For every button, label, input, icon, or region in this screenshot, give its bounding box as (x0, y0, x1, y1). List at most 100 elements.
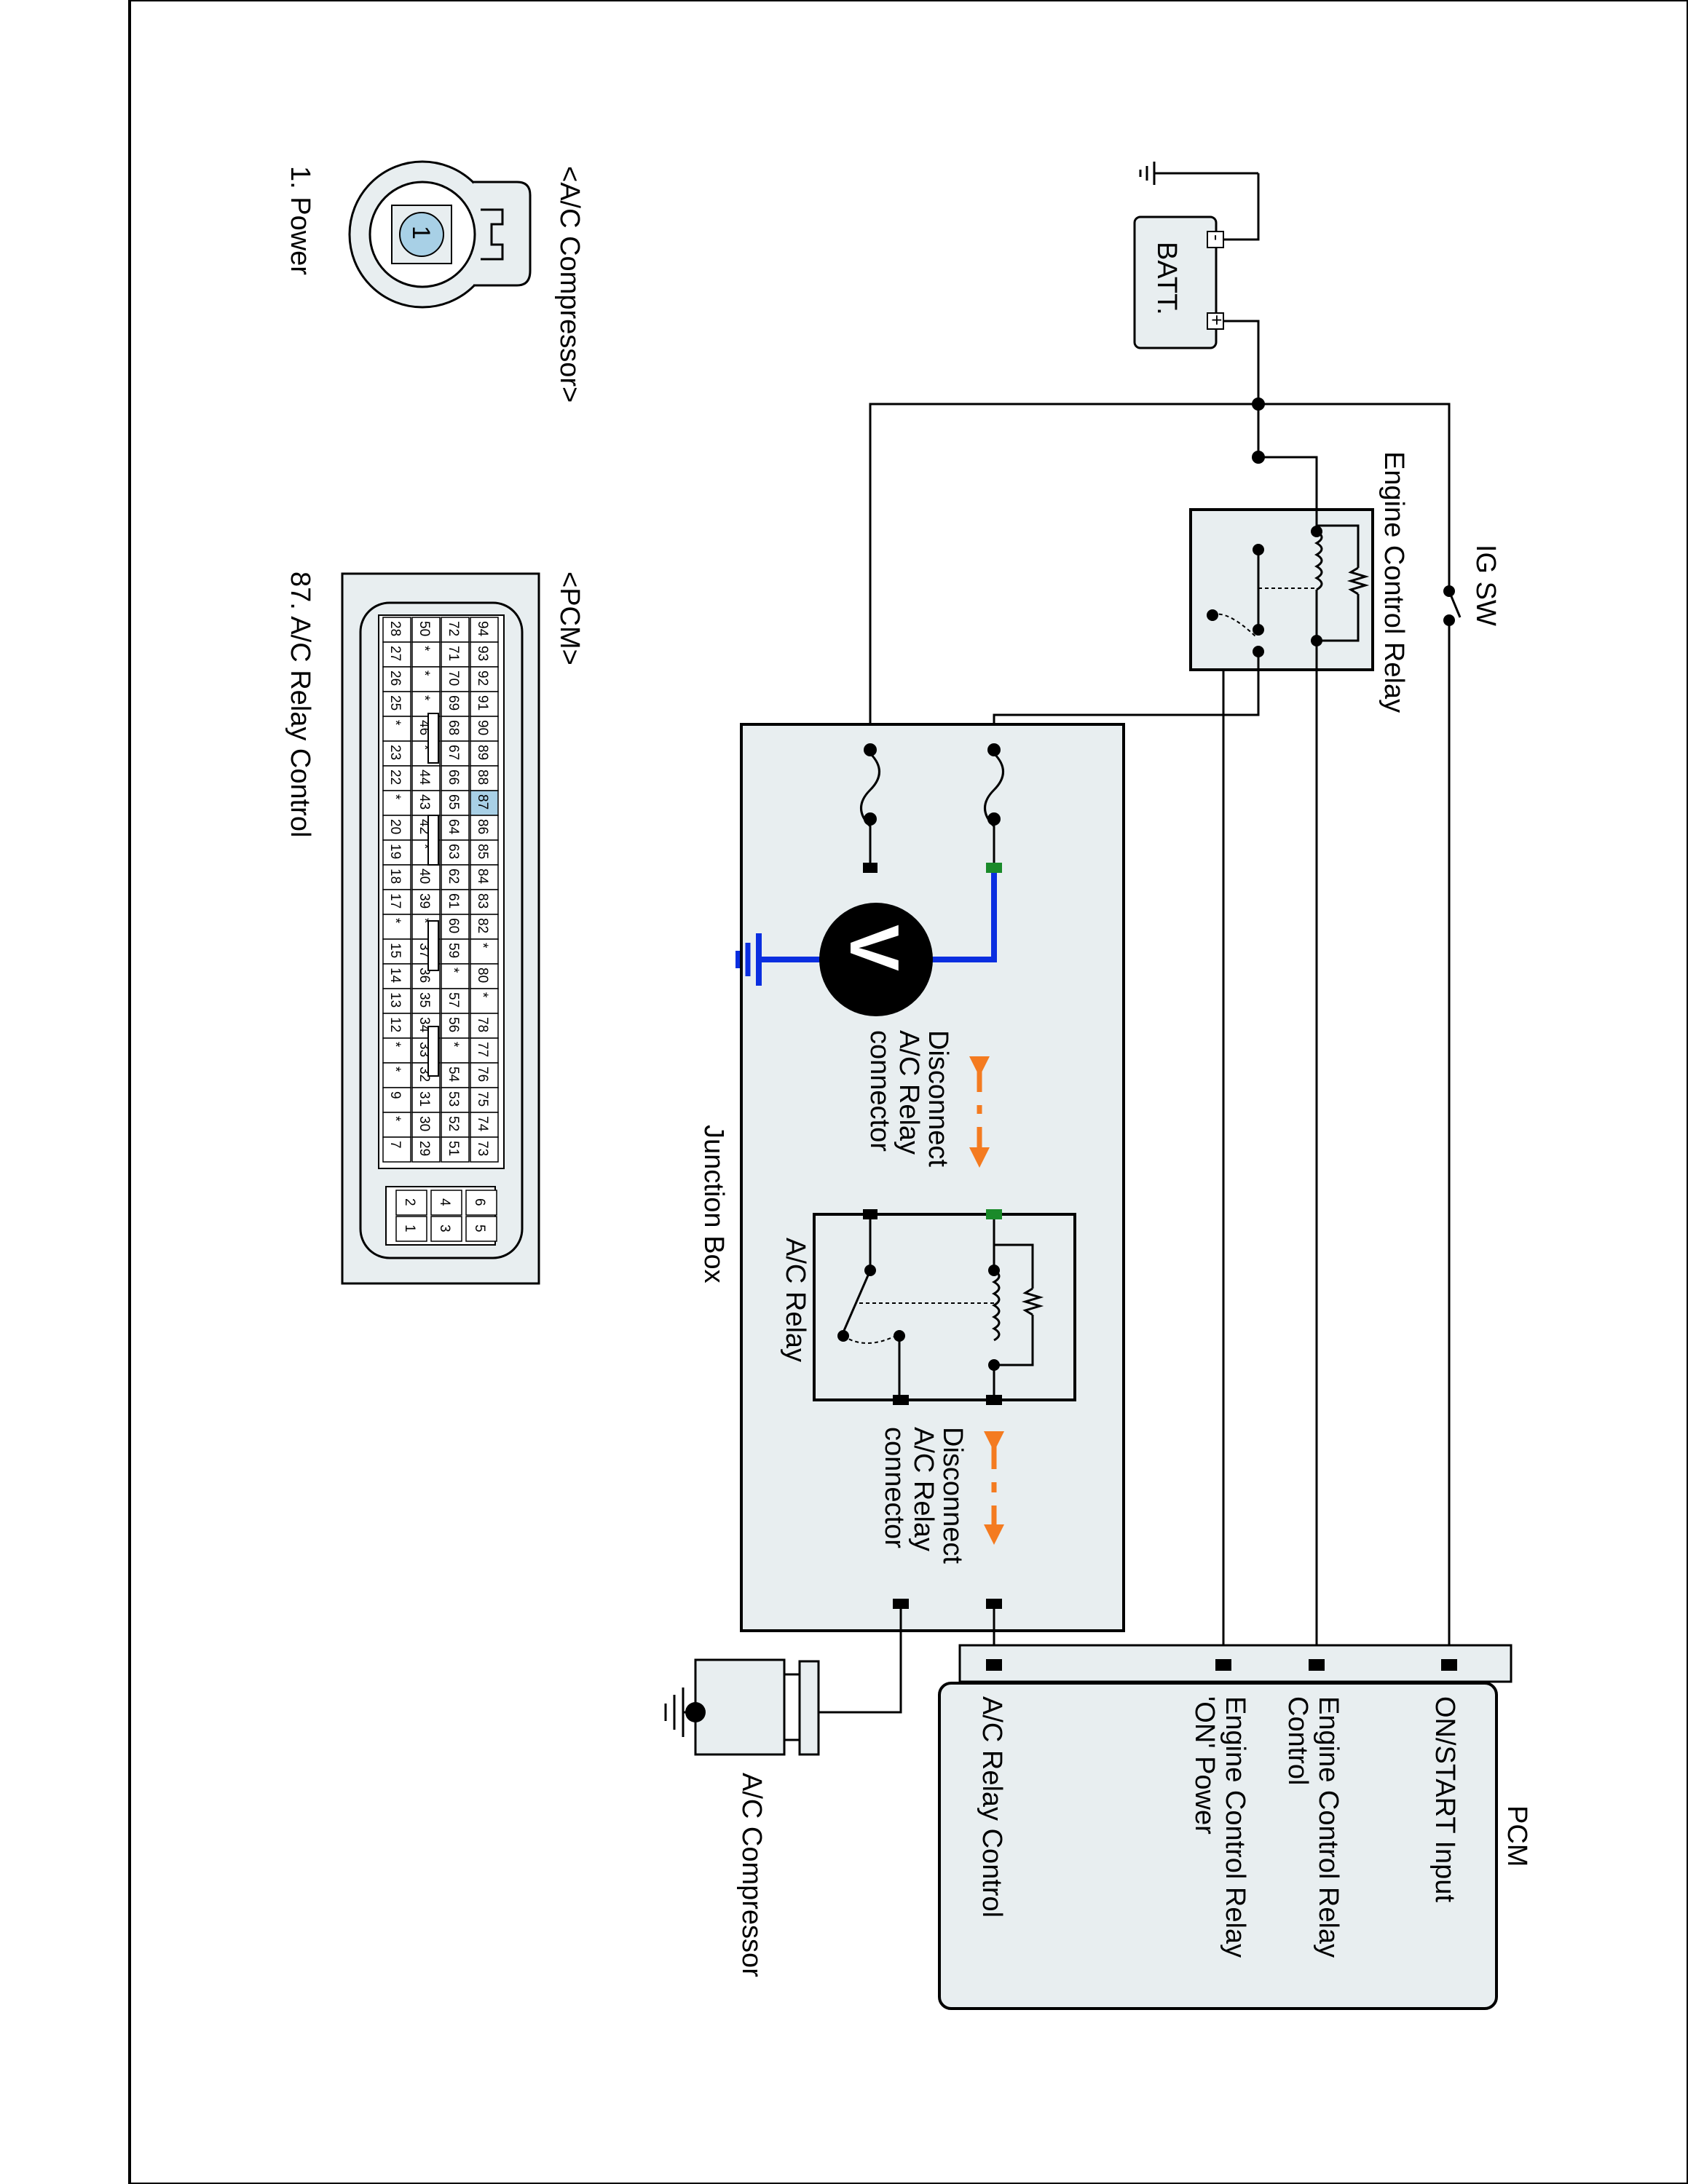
pcm-pin-label: 18 (387, 869, 403, 884)
pcm-pin-label: 60 (446, 918, 461, 933)
pcm-pin-label: * (417, 695, 432, 701)
pcm-pin-label: 14 (387, 968, 403, 984)
pcm-pin-label: * (417, 918, 432, 924)
engine-control-relay-label: Engine Control Relay (1379, 451, 1409, 713)
pcm-pin-label: 44 (417, 769, 432, 786)
ac-compressor: A/C Compressor (664, 1658, 820, 1977)
pcm-pin-label: 35 (417, 992, 432, 1008)
pcm-pin-label: * (475, 992, 490, 998)
pcm-divider (427, 1026, 439, 1077)
voltmeter-label: V (835, 925, 913, 971)
pcm-pin-label: 56 (446, 1017, 461, 1032)
pcm-connector-title: <PCM> (554, 571, 585, 665)
pcm-pin-cell (382, 716, 411, 742)
pcm-small-pin-label: 1 (402, 1224, 417, 1233)
pcm-pin-label: 69 (446, 695, 461, 711)
pcm-pin-cell (441, 815, 470, 841)
pcm-pin-label: 28 (387, 621, 403, 636)
pcm-pin-ecr-on-power-2: 'ON' Power (1189, 1696, 1220, 1835)
pcm-pin-grid: 94939291908988878685848382*80*7877767574… (382, 617, 499, 1163)
pcm-pin-cell (382, 839, 411, 866)
pcm-pin-label: 83 (475, 893, 490, 909)
pcm-module: PCM ON/START Input Engine Control Relay … (938, 1644, 1532, 2010)
pcm-pin-cell (441, 790, 470, 816)
pcm-pin-cell (470, 889, 499, 915)
pcm-pin-label: 86 (475, 819, 490, 834)
ac-compressor-connector-view: <A/C Compressor> 1 1. Power (285, 160, 585, 403)
pcm-pin-cell (470, 666, 499, 692)
pcm-pin-label: 74 (475, 1116, 490, 1132)
pcm-pin-cell (441, 914, 470, 940)
pcm-pin-label: 54 (446, 1067, 461, 1083)
ac-compressor-pin-number: 1 (407, 226, 435, 240)
pcm-pin-cell (441, 889, 470, 915)
pcm-pin-label: 57 (446, 992, 461, 1008)
pcm-pin-ecr-control-2: Control (1282, 1696, 1313, 1786)
svg-text:connector: connector (879, 1427, 910, 1548)
junction-box-label: Junction Box (698, 1125, 729, 1283)
svg-text:Disconnect: Disconnect (937, 1427, 968, 1564)
pcm-pin-label: 7 (387, 1141, 403, 1149)
pcm-pin-label: 94 (475, 621, 490, 637)
pcm-pin-cell (411, 1087, 441, 1113)
pcm-pin-label: * (446, 968, 461, 973)
pcm-connector-view: <PCM> 87. A/C Relay Control 949392919089… (285, 571, 585, 1285)
pcm-pin-cell (441, 691, 470, 717)
pcm-pin-label: 89 (475, 745, 490, 760)
pcm-pin-cell (411, 617, 441, 643)
ac-compressor-connector-title: <A/C Compressor> (554, 166, 585, 403)
pcm-pin-cell (470, 1136, 499, 1163)
pcm-pin-cell (470, 641, 499, 668)
pcm-pin-cell (382, 740, 411, 767)
ac-compressor-label: A/C Compressor (736, 1773, 767, 1977)
pcm-pin-label: 20 (387, 819, 403, 834)
pcm-pin-label: 72 (446, 621, 461, 636)
ig-switch: IG SW (1443, 545, 1501, 626)
pcm-pin-label: 80 (475, 968, 490, 983)
pcm-pin-label: 66 (446, 769, 461, 785)
pcm-pin-label: 36 (417, 968, 432, 983)
pcm-pin-label: 88 (475, 769, 490, 785)
pcm-pin-cell (382, 815, 411, 841)
voltmeter: V (735, 873, 997, 1016)
pcm-pin-label: 65 (446, 794, 461, 810)
page-border (128, 0, 1688, 2184)
pcm-pin-label: * (417, 670, 432, 676)
battery-label: BATT. (1151, 242, 1182, 315)
pcm-pin-cell (441, 1037, 470, 1064)
pcm-title: PCM (1502, 1805, 1532, 1867)
pcm-pin-label: 78 (475, 1017, 490, 1032)
battery: BATT. - + (1133, 215, 1228, 349)
pcm-pin-label: 13 (387, 992, 403, 1008)
pcm-pin-cell (441, 938, 470, 965)
pcm-pin-label: 53 (446, 1091, 461, 1107)
pcm-small-pin-label: 4 (437, 1198, 452, 1206)
pcm-pin-cell (441, 839, 470, 866)
pcm-pin-cell (470, 1087, 499, 1113)
pcm-pin-label: 51 (446, 1141, 461, 1156)
ground-icon (1139, 162, 1258, 185)
pcm-pin-label: 77 (475, 1042, 490, 1057)
pcm-pin-label: 87 (475, 794, 490, 810)
pcm-pin-cell (382, 963, 411, 989)
pcm-pin-label: * (387, 1067, 403, 1072)
pcm-pin-label: 62 (446, 869, 461, 884)
pcm-pin-cell (382, 765, 411, 791)
pcm-divider (427, 815, 439, 866)
pcm-pin-label: 31 (417, 1091, 432, 1107)
junction-box: Junction Box (698, 723, 1125, 1632)
pcm-small-pin-cell (465, 1216, 497, 1242)
pcm-pin-cell (382, 666, 411, 692)
pcm-divider (427, 920, 439, 971)
pcm-pin-cell (441, 641, 470, 668)
pcm-pin-label: 93 (475, 646, 490, 661)
pcm-pin-label: 19 (387, 844, 403, 859)
pcm-pin-cell (382, 1013, 411, 1039)
svg-text:A/C Relay: A/C Relay (894, 1030, 924, 1155)
battery-plus: + (1206, 314, 1228, 325)
pcm-small-pin-cell (465, 1190, 497, 1216)
pcm-pin-label: 70 (446, 670, 461, 686)
pcm-pin-label: 82 (475, 918, 490, 933)
pcm-pin-label: 12 (387, 1017, 403, 1032)
pcm-pin-cell (470, 790, 499, 816)
